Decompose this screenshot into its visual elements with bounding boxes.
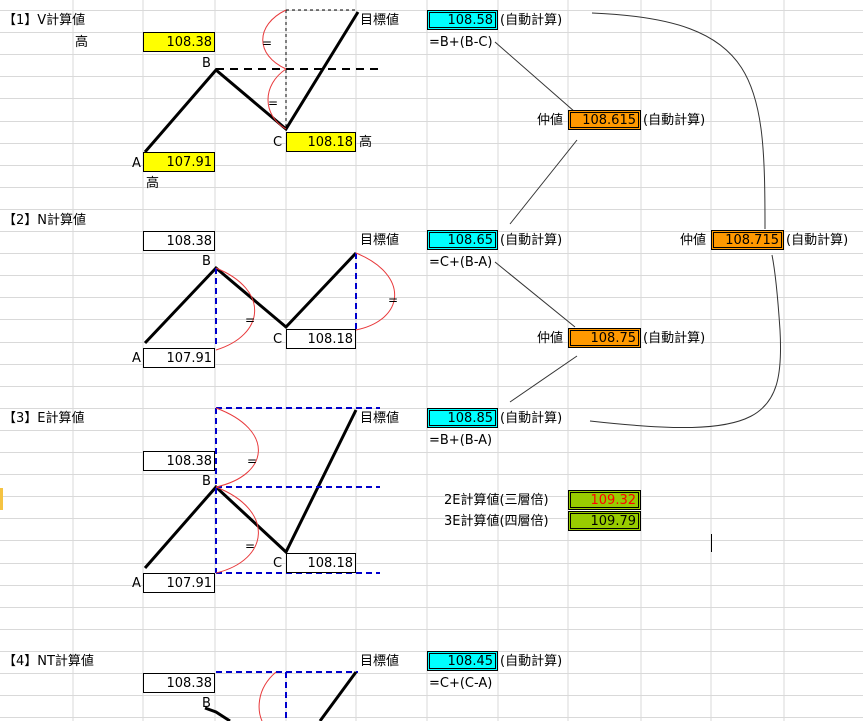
- section-n-title: 【2】N計算値: [3, 213, 86, 228]
- v-curve-lower: [267, 68, 287, 130]
- connector-n-to-mid2: [494, 261, 576, 328]
- mid1-auto-calc-label: (自動計算): [643, 113, 706, 128]
- connector-lines: [494, 12, 782, 429]
- v-label-c: C: [273, 135, 283, 150]
- n-curve-left: [215, 267, 256, 351]
- n-auto-calc-label: (自動計算): [500, 233, 563, 248]
- section-v-title: 【1】V計算値: [3, 13, 86, 28]
- v-target-cell[interactable]: 108.58: [427, 10, 498, 30]
- nt-curve: [258, 671, 277, 721]
- n-zigzag-line: [143, 251, 358, 345]
- v-c-value-cell[interactable]: 108.18: [286, 132, 356, 152]
- n-b-value-cell[interactable]: 108.38: [143, 231, 215, 251]
- section-nt-title: 【4】NT計算値: [3, 654, 94, 669]
- mid2-auto-calc-label: (自動計算): [643, 331, 706, 346]
- nt-zigzag-line-left: [204, 706, 231, 721]
- e-formula: =B+(B-A): [429, 433, 493, 448]
- nt-diagram: [204, 671, 358, 721]
- row-selection-marker: [0, 488, 3, 510]
- eq-v-lower: =: [268, 96, 278, 110]
- mid1-label: 仲値: [537, 113, 564, 128]
- nt-zigzag-line-right: [318, 671, 358, 721]
- e3-label: 3E計算値(四層倍): [444, 514, 549, 529]
- nt-label-b: B: [202, 696, 211, 711]
- v-label-a: A: [132, 156, 141, 171]
- e-label-c: C: [273, 556, 283, 571]
- e-label-b: B: [202, 474, 211, 489]
- connector-e-to-mid3: [589, 254, 782, 429]
- eq-v-upper: =: [262, 36, 272, 50]
- v-a-value-cell[interactable]: 107.91: [143, 152, 215, 172]
- n-label-b: B: [202, 254, 211, 269]
- nt-target-cell[interactable]: 108.45: [427, 651, 498, 671]
- e3-value-cell[interactable]: 109.79: [568, 511, 641, 531]
- v-auto-calc-label: (自動計算): [500, 13, 563, 28]
- connector-v-to-mid1: [494, 41, 576, 113]
- n-label-a: A: [132, 351, 141, 366]
- v-high-right-label: 高: [359, 135, 373, 150]
- connector-v-to-mid3: [591, 12, 766, 230]
- n-formula: =C+(B-A): [429, 255, 493, 270]
- nt-target-label: 目標値: [360, 654, 400, 669]
- e-b-value-cell[interactable]: 108.38: [143, 451, 215, 471]
- n-curve-right: [355, 252, 396, 331]
- connector-n-to-mid1: [509, 139, 578, 225]
- mid3-label: 仲値: [680, 233, 707, 248]
- eq-e-lower: =: [245, 539, 255, 553]
- v-zigzag-line: [143, 11, 360, 153]
- equal-signs: = = = = = =: [245, 36, 398, 553]
- v-b-value-cell[interactable]: 108.38: [143, 32, 215, 52]
- mid3-auto-calc-label: (自動計算): [786, 233, 849, 248]
- n-c-value-cell[interactable]: 108.18: [286, 329, 356, 349]
- e-c-value-cell[interactable]: 108.18: [286, 553, 356, 573]
- connector-e-to-mid2: [509, 355, 578, 403]
- e-curve-upper: [215, 407, 259, 488]
- n-diagram: [143, 251, 396, 351]
- e2-value-cell[interactable]: 109.32: [568, 490, 641, 510]
- e-zigzag-line: [143, 409, 358, 569]
- e-label-a: A: [132, 576, 141, 591]
- e-a-value-cell[interactable]: 107.91: [143, 573, 215, 593]
- v-high-bottom-label: 高: [146, 176, 160, 191]
- eq-e-upper: =: [247, 454, 257, 468]
- n-label-c: C: [273, 332, 283, 347]
- nt-b-value-cell[interactable]: 108.38: [143, 673, 215, 693]
- e-auto-calc-label: (自動計算): [500, 411, 563, 426]
- e2-label: 2E計算値(三層倍): [444, 493, 549, 508]
- n-target-label: 目標値: [360, 233, 400, 248]
- e-diagram: [143, 407, 380, 574]
- n-a-value-cell[interactable]: 107.91: [143, 348, 215, 368]
- v-high-left-label: 高: [75, 35, 89, 50]
- nt-formula: =C+(C-A): [429, 676, 493, 691]
- v-target-label: 目標値: [360, 13, 400, 28]
- text-cursor: [711, 534, 712, 552]
- mid1-value-cell[interactable]: 108.615: [568, 110, 641, 130]
- eq-n-right: =: [388, 293, 398, 307]
- e-curve-lower: [215, 486, 259, 574]
- section-e-title: 【3】E計算値: [3, 411, 85, 426]
- mid2-label: 仲値: [537, 331, 564, 346]
- n-target-cell[interactable]: 108.65: [427, 230, 498, 250]
- mid2-value-cell[interactable]: 108.75: [568, 328, 641, 348]
- v-label-b: B: [202, 56, 211, 71]
- v-formula: =B+(B-C): [429, 35, 493, 50]
- e-target-cell[interactable]: 108.85: [427, 408, 498, 428]
- eq-n-left: =: [245, 313, 255, 327]
- mid3-value-cell[interactable]: 108.715: [711, 230, 784, 250]
- e-target-label: 目標値: [360, 411, 400, 426]
- nt-auto-calc-label: (自動計算): [500, 654, 563, 669]
- v-diagram: [143, 9, 380, 153]
- v-curve-upper: [262, 9, 287, 70]
